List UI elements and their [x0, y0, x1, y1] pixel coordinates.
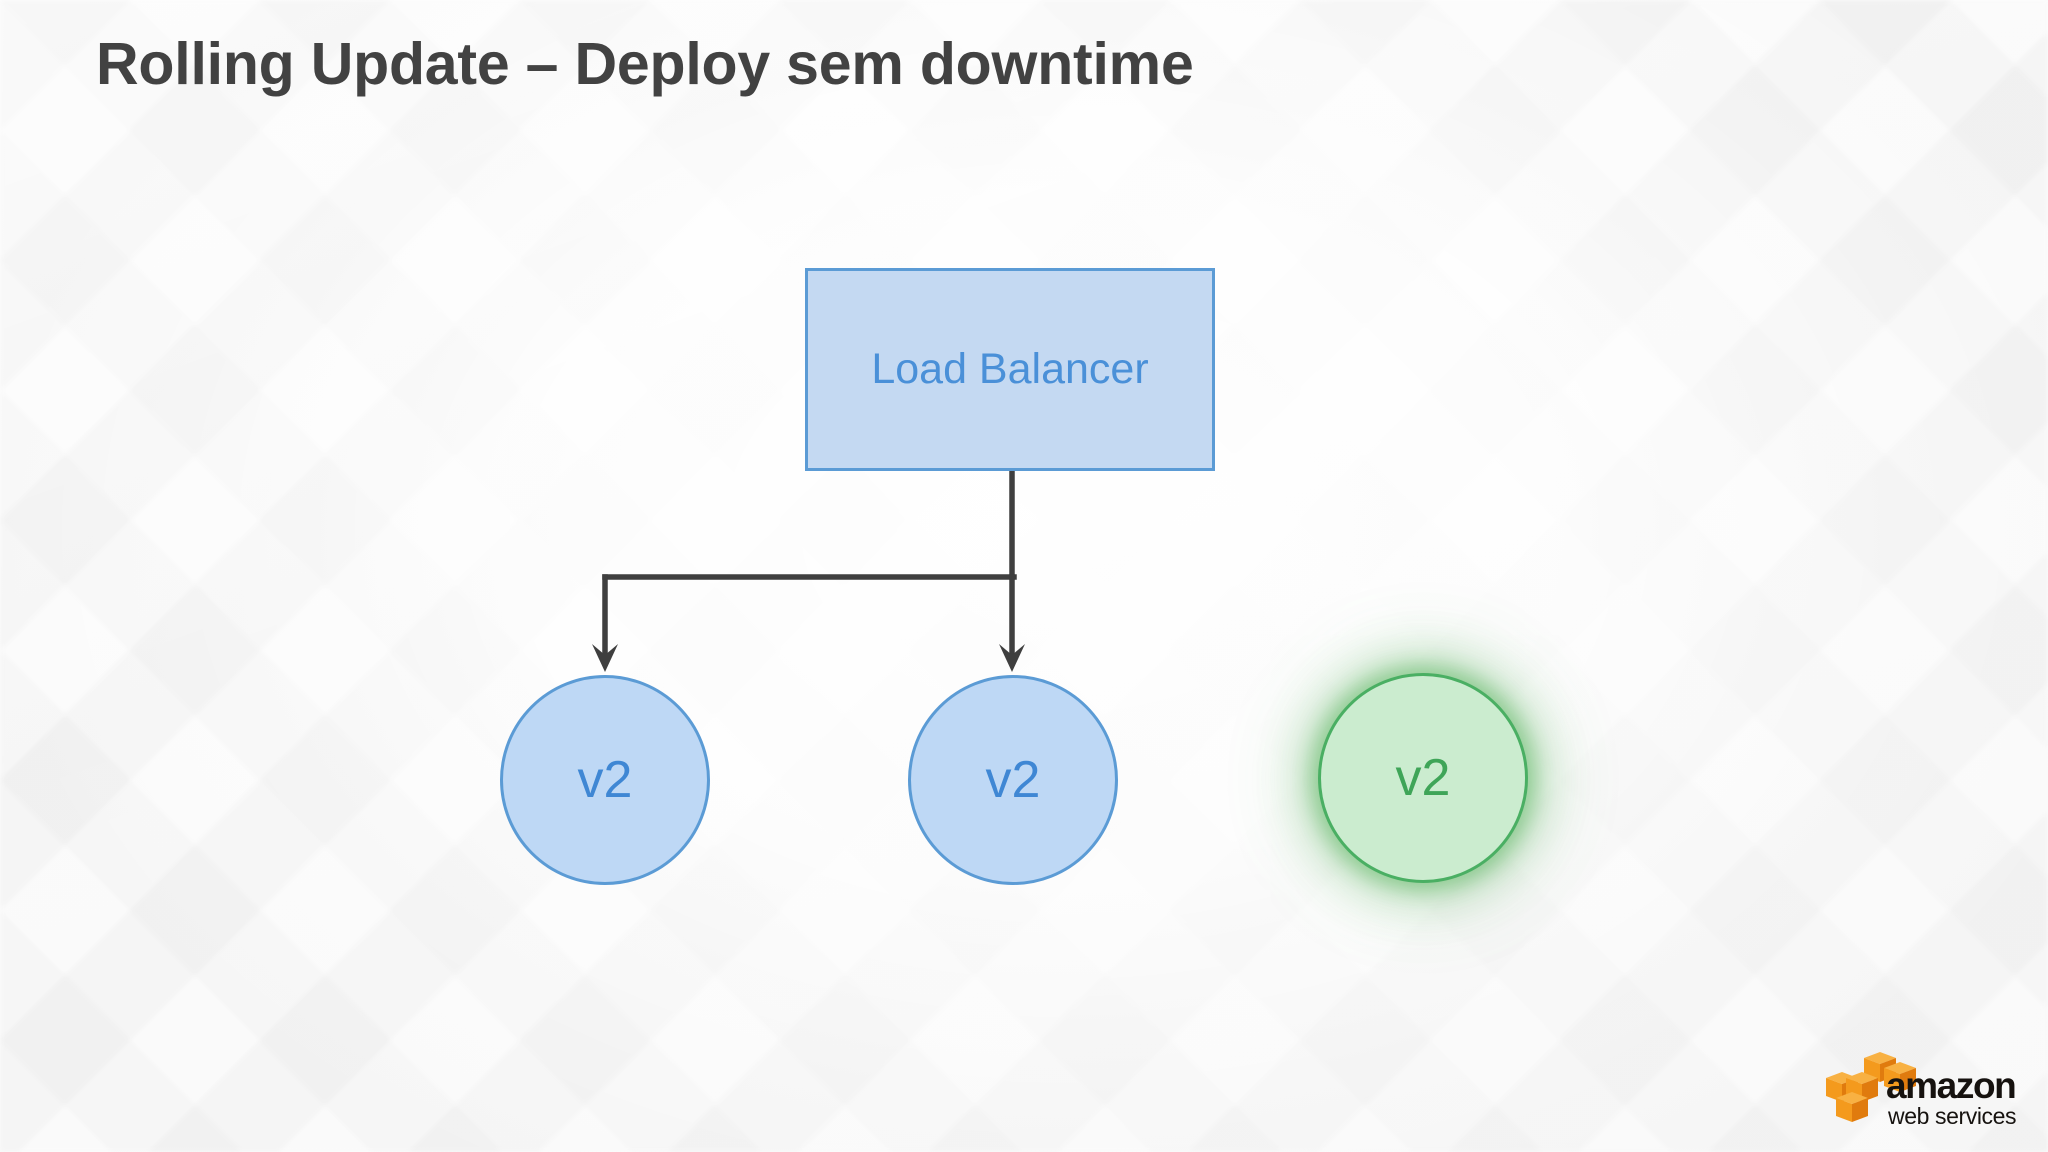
aws-wordmark: amazon [1886, 1065, 2015, 1106]
instance-node-1[interactable]: v2 [500, 675, 710, 885]
instance-label-3: v2 [1395, 749, 1451, 807]
instance-node-3[interactable]: v2 [1318, 673, 1528, 883]
load-balancer-node[interactable]: Load Balancer [805, 268, 1215, 471]
aws-logo: amazon web services [1826, 1052, 2017, 1129]
aws-tagline: web services [1887, 1103, 2016, 1129]
instance-node-2[interactable]: v2 [908, 675, 1118, 885]
instance-label-2: v2 [985, 751, 1041, 809]
page-title: Rolling Update – Deploy sem downtime [96, 31, 1194, 97]
instance-label-1: v2 [577, 751, 633, 809]
load-balancer-label: Load Balancer [871, 345, 1149, 393]
aws-cubes-icon [1826, 1052, 1916, 1122]
